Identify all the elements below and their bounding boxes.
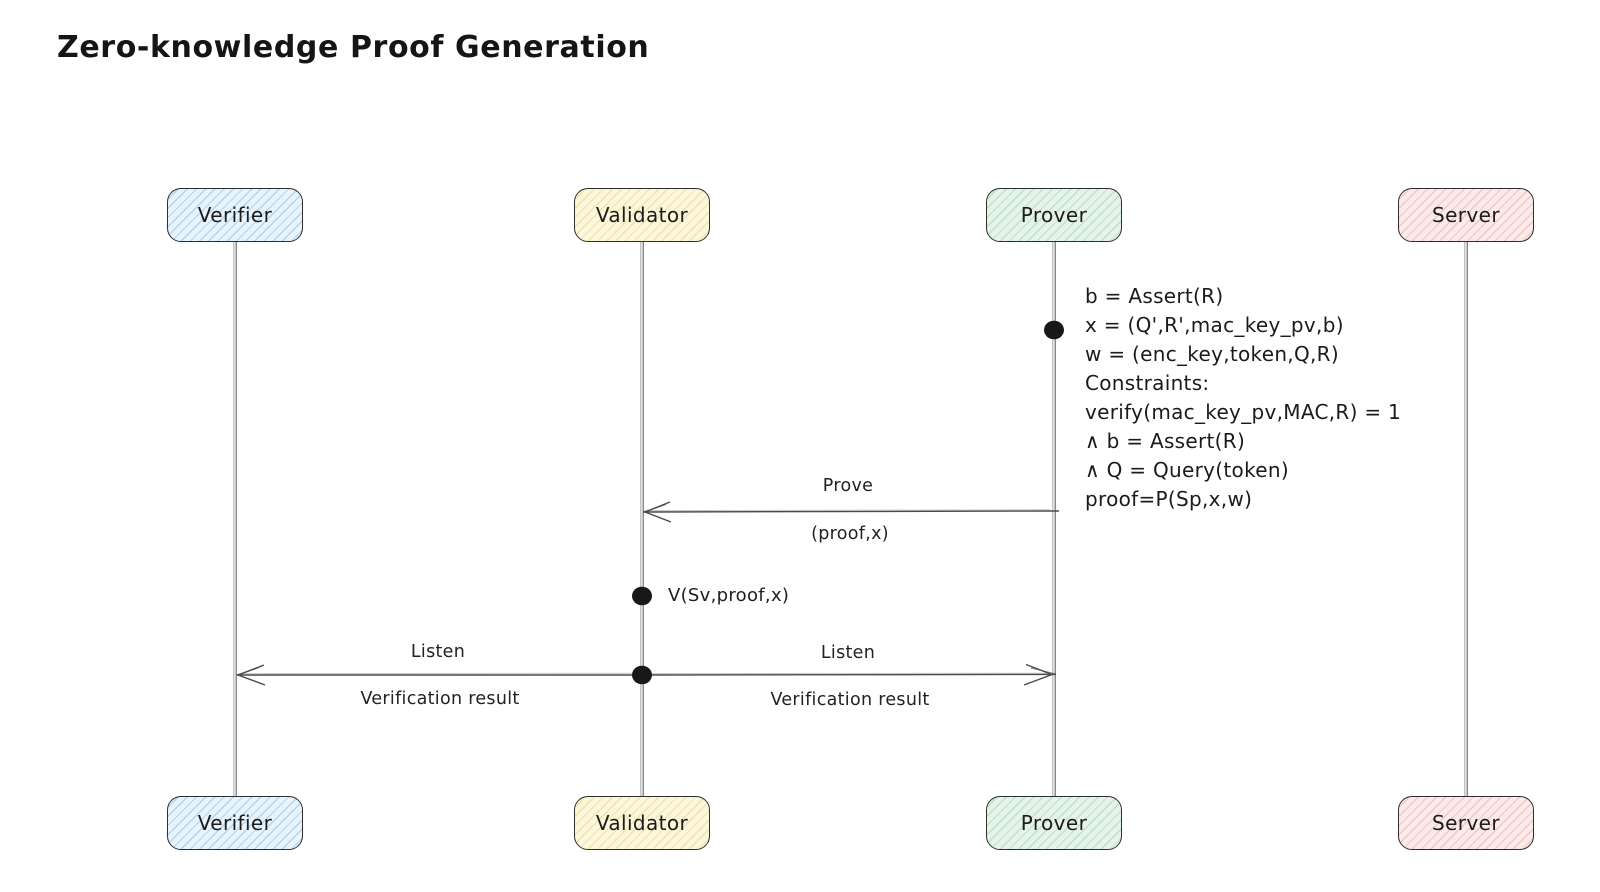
arrow-listen-right [641,663,1057,686]
prove-message-label: Prove [822,476,874,496]
prove-message-payload: (proof,x) [811,524,889,544]
listen-left-label: Listen [410,642,466,662]
actor-box-verifier-top: Verifier [167,188,303,242]
actor-box-validator-top: Validator [574,188,710,242]
actor-label-server: Server [1432,203,1500,227]
actor-label-validator: Validator [595,811,689,835]
lifeline-server [1464,242,1468,796]
actor-label-validator: Validator [595,203,689,227]
actor-label-verifier: Verifier [197,203,273,227]
event-dot-validator-broadcast [632,665,652,685]
event-dot-validator-verify [632,586,652,606]
listen-left-result: Verification result [360,689,520,709]
actor-box-validator-bottom: Validator [574,796,710,850]
actor-box-prover-bottom: Prover [986,796,1122,850]
arrow-listen-left [235,664,642,686]
actor-box-server-top: Server [1398,188,1534,242]
annotation-line: ∧ b = Assert(R) [1085,429,1246,453]
listen-right-label: Listen [820,643,876,663]
actor-label-prover: Prover [1020,811,1088,835]
actor-box-server-bottom: Server [1398,796,1534,850]
annotation-line: proof=P(Sp,x,w) [1085,487,1253,511]
lifeline-verifier [233,242,237,796]
diagram-title: Zero-knowledge Proof Generation [57,30,650,65]
prover-annotation: b = Assert(R) x = (Q',R',mac_key_pv,b) w… [1085,282,1401,514]
event-dot-prover-proof [1044,320,1064,340]
annotation-line: b = Assert(R) [1085,284,1224,308]
actor-box-prover-top: Prover [986,188,1122,242]
actor-label-server: Server [1432,811,1500,835]
validator-check-label: V(Sv,proof,x) [668,585,790,606]
arrow-prove [642,501,1060,523]
actor-label-verifier: Verifier [197,811,273,835]
annotation-line: w = (enc_key,token,Q,R) [1085,342,1339,366]
annotation-line: x = (Q',R',mac_key_pv,b) [1085,313,1344,337]
annotation-line: ∧ Q = Query(token) [1085,458,1289,482]
lifeline-validator [640,242,644,796]
listen-right-result: Verification result [770,690,930,710]
annotation-line: verify(mac_key_pv,MAC,R) = 1 [1085,400,1402,424]
actor-label-prover: Prover [1020,203,1088,227]
annotation-line: Constraints: [1085,371,1210,395]
actor-box-verifier-bottom: Verifier [167,796,303,850]
